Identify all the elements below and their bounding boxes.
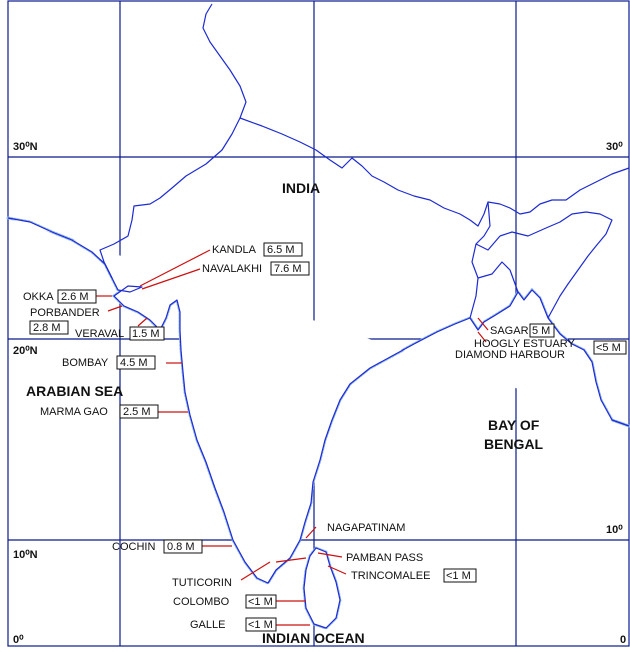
port-value-porbander: 2.8 M <box>33 322 61 334</box>
lat-label-10: 10⁰N <box>13 549 38 561</box>
port-value-box-kandla <box>263 242 303 257</box>
port-name-veraval: VERAVAL <box>75 328 124 340</box>
port-value-navalakhi: 7.6 M <box>274 263 302 275</box>
port-name-colombo: COLOMBO <box>173 596 230 608</box>
port-value-kandla: 6.5 M <box>267 244 295 256</box>
himalayan-border <box>239 117 630 227</box>
port-value-box-cochin <box>163 539 203 554</box>
eastern-border <box>469 201 491 319</box>
port-name-porbander: PORBANDER <box>30 307 100 319</box>
port-value-box-trincomalee <box>443 568 477 583</box>
lat-label-30-right: 30⁰ <box>606 141 623 153</box>
port-name-cochin: COCHIN <box>112 541 155 553</box>
port-value-trincomalee: <1 M <box>446 570 471 582</box>
eastern-interior-border <box>475 235 519 293</box>
region-labels: INDIA ARABIAN SEA BAY OF BENGAL INDIAN O… <box>26 180 544 646</box>
region-label-indian-ocean: INDIAN OCEAN <box>262 630 365 646</box>
lat-label-0: 0⁰ <box>13 634 24 646</box>
port-value-box-marmagao <box>119 404 159 419</box>
port-value-box-galle <box>245 617 277 632</box>
pointer-navalakhi <box>141 268 201 290</box>
pointer-kandla <box>139 249 211 287</box>
india-outline <box>7 217 630 584</box>
pointer-pamban-lead <box>317 552 343 558</box>
port-name-bombay: BOMBAY <box>62 357 109 369</box>
port-value-bombay: 4.5 M <box>120 357 148 369</box>
port-name-diamond: DIAMOND HARBOUR <box>455 349 565 361</box>
port-name-okka: OKKA <box>23 291 54 303</box>
port-value-box-sagar <box>529 323 555 338</box>
port-value-cochin: 0.8 M <box>167 541 195 553</box>
port-value-box-porbander <box>29 320 69 335</box>
port-value-colombo: <1 M <box>248 596 273 608</box>
port-value-diamond: <5 M <box>596 342 621 354</box>
port-value-okka: 2.6 M <box>61 291 89 303</box>
lat-label-0-right: 0 <box>620 634 626 646</box>
port-value-marmagao: 2.5 M <box>123 406 151 418</box>
port-name-galle: GALLE <box>190 619 225 631</box>
region-label-india: INDIA <box>282 180 320 196</box>
pointer-trincomalee <box>327 565 347 575</box>
pointer-veraval <box>137 317 148 327</box>
port-name-tuticorin: TUTICORIN <box>172 577 232 589</box>
port-value-box-colombo <box>245 594 277 609</box>
latitude-labels: 30⁰N 30⁰ 20⁰N 10⁰N 10⁰ 0⁰ 0 <box>13 141 626 646</box>
northeast-region <box>499 211 613 319</box>
pointer-porbander <box>107 305 123 312</box>
port-value-box-diamond <box>593 340 627 355</box>
pointer-pamban <box>275 557 307 563</box>
lat-label-20: 20⁰N <box>13 345 38 357</box>
port-value-box-navalakhi <box>270 261 310 276</box>
pointer-sagar <box>477 317 489 331</box>
port-name-kandla: KANDLA <box>212 244 257 256</box>
port-name-navalakhi: NAVALAKHI <box>202 263 262 275</box>
port-labels: KANDLA 6.5 M NAVALAKHI 7.6 M OKKA 2.6 M … <box>23 242 627 632</box>
pointer-tuticorin <box>240 561 271 581</box>
pointer-hoogly <box>477 331 487 343</box>
port-value-box-okka <box>57 289 97 304</box>
port-name-marmagao: MARMA GAO <box>40 406 108 418</box>
region-label-bay-of: BAY OF <box>488 417 540 433</box>
port-value-box-veraval <box>129 326 165 341</box>
port-value-galle: <1 M <box>248 619 273 631</box>
port-name-hoogly: HOOGLY ESTUARY <box>474 338 576 350</box>
map-frame <box>7 0 630 647</box>
region-label-arabian-sea: ARABIAN SEA <box>26 383 123 399</box>
northern-border <box>99 3 247 279</box>
port-name-sagar: SAGAR <box>490 325 529 337</box>
lat-label-30: 30⁰N <box>13 141 38 153</box>
srilanka-outline <box>303 547 341 629</box>
lat-label-10-right: 10⁰ <box>606 524 623 536</box>
pointer-nagapatinam <box>305 526 317 539</box>
port-value-veraval: 1.5 M <box>132 328 160 340</box>
port-name-trincomalee: TRINCOMALEE <box>351 570 430 582</box>
region-label-bengal: BENGAL <box>484 436 544 452</box>
port-name-nagapatinam: NAGAPATINAM <box>327 522 405 534</box>
port-value-sagar: 5 M <box>532 325 550 337</box>
port-name-pamban: PAMBAN PASS <box>346 552 423 564</box>
port-value-box-bombay <box>116 355 156 370</box>
